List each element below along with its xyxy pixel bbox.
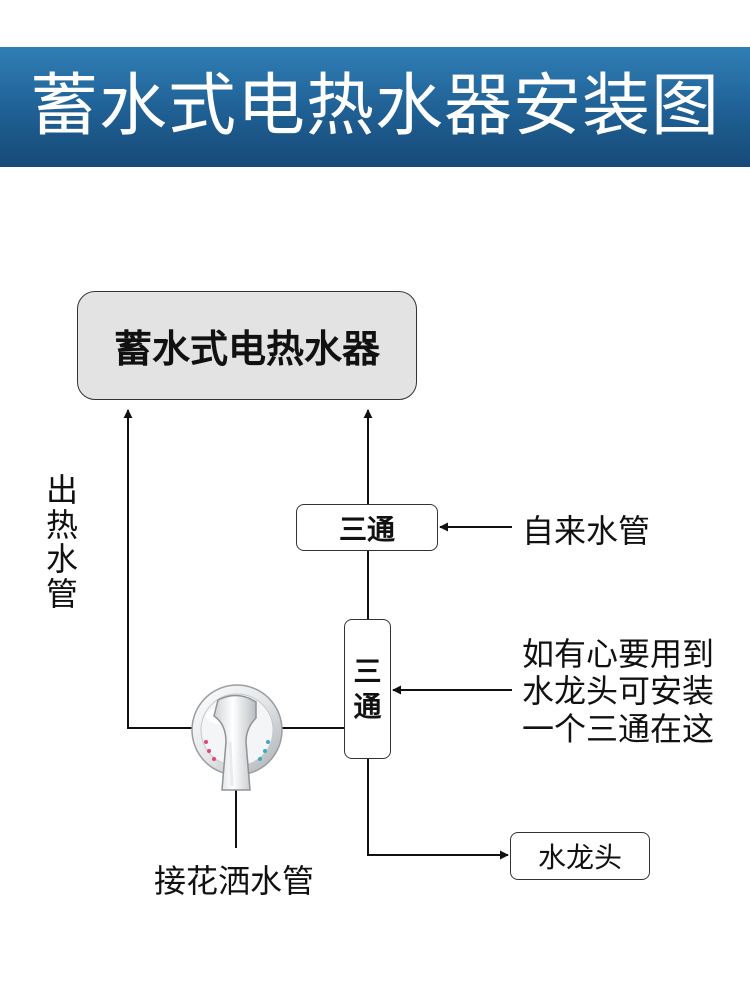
mains-pipe-label: 自来水管	[522, 512, 651, 550]
water-heater-label: 蓄水式电热水器	[113, 327, 380, 371]
tee-side-box: 三通	[344, 619, 391, 759]
tee-top-box: 三通	[296, 504, 438, 551]
hot-pipe-label: 出热水管	[45, 471, 78, 613]
water-heater-box: 蓄水式电热水器	[77, 291, 417, 400]
shower-hose-label: 接花洒水管	[154, 862, 315, 900]
page-title: 蓄水式电热水器安装图	[29, 67, 720, 146]
tip-line-2: 水龙头可安装	[522, 672, 715, 711]
faucet-box: 水龙头	[510, 832, 650, 880]
hot-water-pipe	[123, 409, 196, 729]
mixer-valve-icon	[191, 684, 283, 791]
title-banner: 蓄水式电热水器安装图	[0, 47, 750, 167]
tip-text: 如有心要用到 水龙头可安装 一个三通在这	[522, 635, 715, 748]
tip-line-1: 如有心要用到	[522, 635, 715, 673]
tip-line-3: 一个三通在这	[522, 709, 715, 748]
faucet-pipe	[367, 759, 509, 860]
